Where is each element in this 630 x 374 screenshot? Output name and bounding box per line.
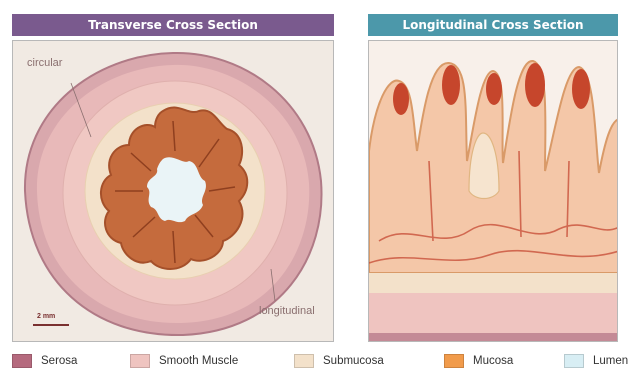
longitudinal-image (368, 40, 618, 342)
smooth-muscle-band (369, 293, 618, 333)
scale-label: 2 mm (37, 313, 55, 320)
transverse-panel-title: Transverse Cross Section (12, 14, 334, 36)
submucosa-band (369, 273, 618, 293)
legend-label: Mucosa (473, 355, 513, 367)
legend-item-smooth-muscle: Smooth Muscle (130, 352, 238, 370)
swatch-lumen (564, 354, 584, 368)
swatch-submucosa (294, 354, 314, 368)
legend: Serosa Smooth Muscle Submucosa Mucosa Lu… (12, 352, 622, 370)
transverse-image: circular longitudinal 2 mm (12, 40, 334, 342)
swatch-mucosa (444, 354, 464, 368)
legend-label: Smooth Muscle (159, 355, 238, 367)
legend-label: Lumen (593, 355, 628, 367)
longitudinal-panel-title: Longitudinal Cross Section (368, 14, 618, 36)
circular-label: circular (27, 57, 62, 69)
longitudinal-panel: Longitudinal Cross Section (368, 14, 618, 342)
legend-label: Submucosa (323, 355, 384, 367)
swatch-serosa (12, 354, 32, 368)
legend-item-mucosa: Mucosa (444, 352, 513, 370)
legend-label: Serosa (41, 355, 77, 367)
legend-item-lumen: Lumen (564, 352, 628, 370)
legend-item-serosa: Serosa (12, 352, 77, 370)
transverse-panel: Transverse Cross Section circular longit… (12, 14, 334, 342)
longitudinal-label: longitudinal (259, 305, 315, 317)
swatch-smooth-muscle (130, 354, 150, 368)
legend-item-submucosa: Submucosa (294, 352, 384, 370)
serosa-band (369, 333, 618, 342)
